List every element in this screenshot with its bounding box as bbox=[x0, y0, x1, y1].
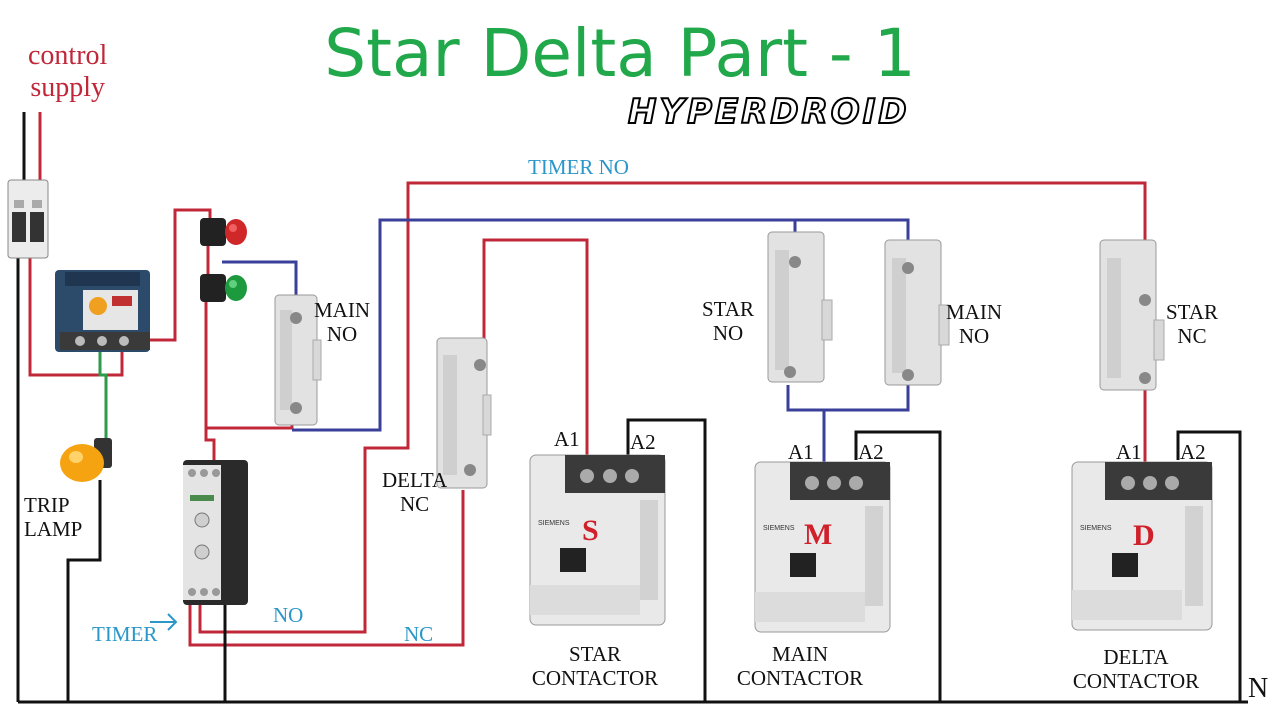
contactor-main-brand: SIEMENS bbox=[763, 525, 795, 532]
timer-no-top-label: TIMER NO bbox=[528, 155, 629, 179]
stop-push-button bbox=[200, 218, 247, 246]
star-contactor-line1: STAR bbox=[569, 642, 621, 666]
delta-a1-label: A1 bbox=[1116, 440, 1142, 464]
contactor-main-letter: M bbox=[804, 518, 832, 551]
star-a2-wire bbox=[626, 418, 707, 702]
main-no-left-label: MAIN NO bbox=[314, 298, 370, 346]
trip-lamp bbox=[60, 438, 112, 482]
delta-nc-line1: DELTA bbox=[382, 468, 448, 492]
main-no-right-line1: MAIN bbox=[946, 300, 1002, 324]
star-a1-label: A1 bbox=[554, 427, 580, 451]
contactor-delta-letter: D bbox=[1133, 519, 1155, 552]
main-no-to-bus-wire bbox=[292, 218, 910, 432]
contactor-star: SIEMENS S bbox=[529, 454, 666, 626]
main-no-right-line2: NO bbox=[958, 324, 990, 348]
star-a2-label: A2 bbox=[630, 430, 656, 454]
main-a2-label: A2 bbox=[858, 440, 884, 464]
delta-nc-line2: NC bbox=[400, 492, 430, 516]
contactor-delta: SIEMENS D bbox=[1071, 461, 1213, 631]
main-no-left-line2: NO bbox=[326, 322, 358, 346]
start-push-button bbox=[200, 274, 247, 302]
star-no-main-no-link bbox=[786, 385, 910, 412]
delta-a2-label: A2 bbox=[1180, 440, 1206, 464]
star-nc-label: STAR NC bbox=[1166, 300, 1218, 348]
delta-nc-to-star-wire bbox=[482, 238, 589, 460]
main-a1-label: A1 bbox=[788, 440, 814, 464]
aux-block-delta-nc bbox=[436, 337, 492, 489]
control-supply-line2: supply bbox=[30, 72, 105, 103]
delta-contactor-line1: DELTA bbox=[1103, 645, 1169, 669]
aux-block-star-no bbox=[767, 231, 833, 383]
star-nc-line1: STAR bbox=[1166, 300, 1218, 324]
contactor-star-letter: S bbox=[582, 514, 599, 547]
contactor-delta-brand: SIEMENS bbox=[1080, 525, 1112, 532]
black-wires bbox=[16, 112, 1248, 704]
start-to-main-no-wire bbox=[222, 260, 298, 300]
timer-no-bottom-label: NO bbox=[273, 603, 304, 627]
delta-contactor-line2: CONTACTOR bbox=[1072, 669, 1200, 693]
main-contactor-line1: MAIN bbox=[772, 642, 828, 666]
overload-relay bbox=[55, 270, 150, 352]
main-contactor-label: MAIN CONTACTOR bbox=[728, 642, 872, 690]
delta-contactor-label: DELTA CONTACTOR bbox=[1064, 645, 1208, 693]
main-no-left-line1: MAIN bbox=[314, 298, 370, 322]
timer-no-top-wire bbox=[198, 181, 1147, 634]
trip-lamp-line1: TRIP bbox=[24, 493, 70, 517]
aux-block-main-no-left bbox=[274, 294, 322, 426]
timer-label: TIMER bbox=[92, 622, 158, 646]
contactor-main: SIEMENS M bbox=[754, 461, 891, 633]
timer-arrow-icon bbox=[150, 613, 178, 631]
brand-logo: HYPERDROID bbox=[627, 91, 910, 133]
contactor-star-brand: SIEMENS bbox=[538, 520, 570, 527]
timer-feed-wire bbox=[204, 300, 216, 470]
star-no-label: STAR NO bbox=[702, 297, 754, 345]
star-no-line1: STAR bbox=[702, 297, 754, 321]
main-no-right-label: MAIN NO bbox=[946, 300, 1002, 348]
lamp-green-wire bbox=[98, 352, 108, 440]
main-contactor-line2: CONTACTOR bbox=[736, 666, 864, 690]
olr-to-stop-wire bbox=[140, 208, 212, 342]
timer-nc-wire bbox=[188, 490, 465, 647]
trip-lamp-line2: LAMP bbox=[24, 517, 83, 541]
control-supply-label: control supply bbox=[28, 40, 107, 104]
star-nc-line2: NC bbox=[1177, 324, 1207, 348]
star-no-line2: NO bbox=[712, 321, 744, 345]
lamp-neutral-wire bbox=[66, 480, 102, 702]
neutral-label: N bbox=[1248, 673, 1269, 704]
timer-nc-bottom-label: NC bbox=[404, 622, 434, 646]
timer-relay bbox=[183, 460, 248, 605]
mcb-breaker bbox=[7, 179, 49, 259]
aux-block-star-nc bbox=[1099, 239, 1165, 391]
trip-lamp-label: TRIP LAMP bbox=[24, 493, 82, 541]
star-contactor-label: STAR CONTACTOR bbox=[525, 642, 665, 690]
star-contactor-line2: CONTACTOR bbox=[531, 666, 659, 690]
aux-block-main-no-right bbox=[884, 239, 950, 386]
main-a2-wire bbox=[854, 430, 942, 702]
control-supply-line1: control bbox=[28, 40, 108, 71]
page-title: Star Delta Part - 1 bbox=[324, 15, 916, 92]
delta-nc-label: DELTA NC bbox=[382, 468, 447, 516]
delta-a2-wire bbox=[1176, 430, 1242, 702]
